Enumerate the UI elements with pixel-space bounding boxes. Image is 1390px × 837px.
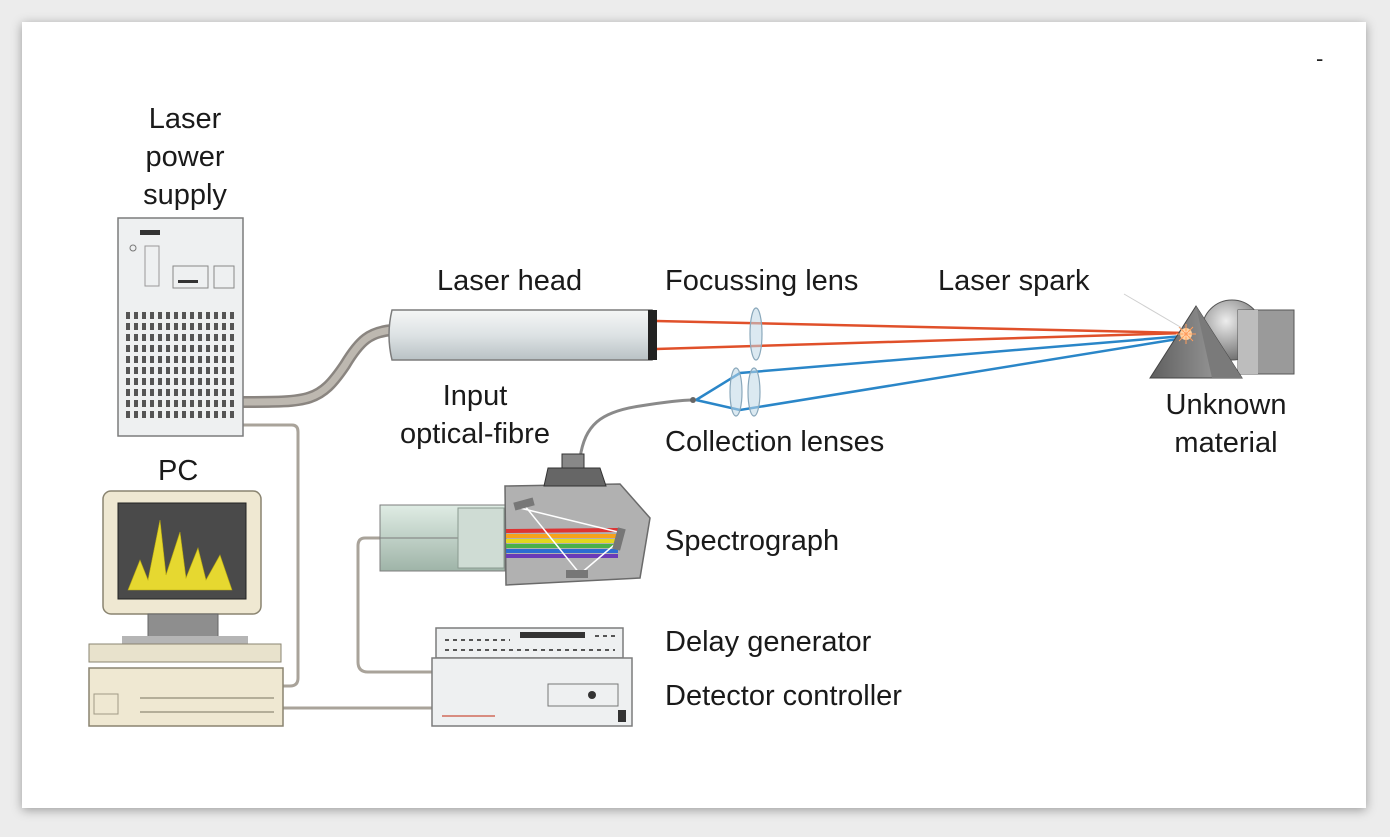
laser-head [388, 309, 657, 361]
label-laser-head: Laser head [437, 265, 583, 297]
label-laser-spark: Laser spark [938, 265, 1090, 297]
pc [88, 490, 284, 727]
input-optical-fibre [578, 398, 695, 460]
focussing-lens [749, 307, 763, 361]
label-collection-lenses: Collection lenses [665, 426, 885, 458]
label-laser-power-supply-line-1: Laser [148, 103, 222, 135]
label-laser-power-supply-line-2: power [145, 141, 225, 173]
spectrograph-to-controller-cable [356, 536, 437, 674]
pc-screen-plot [127, 519, 233, 591]
label-detector-controller: Detector controller [665, 680, 902, 712]
label-input-optical-fibre: Input optical-fibre [380, 377, 570, 453]
label-input-optical-fibre-line-2: optical-fibre [400, 418, 550, 450]
label-input-optical-fibre-line-1: Input [442, 380, 508, 412]
collection-beam [695, 334, 1185, 412]
laser-spark [1123, 293, 1196, 344]
label-unknown-material-line-1: Unknown [1165, 389, 1287, 421]
spectrograph [379, 453, 651, 586]
label-unknown-material-line-2: material [1174, 427, 1278, 459]
label-focussing-lens: Focussing lens [665, 265, 859, 297]
label-laser-power-supply-line-3: supply [143, 179, 227, 211]
laser-beam [655, 319, 1187, 351]
detector-controller [431, 657, 633, 727]
pc-base-unit [88, 667, 284, 727]
pc-keyboard [88, 643, 282, 663]
unknown-material [1149, 299, 1295, 379]
label-delay-generator: Delay generator [665, 626, 872, 658]
fibre-tip [690, 397, 696, 403]
label-unknown-material: Unknown material [1140, 386, 1312, 462]
cables [237, 324, 695, 710]
label-spectrograph: Spectrograph [665, 525, 840, 557]
label-pc: PC [158, 455, 199, 487]
power-supply-to-pc-cable [241, 423, 300, 688]
corner-mark: - [1316, 46, 1324, 71]
laser-power-supply [117, 217, 244, 437]
delay-generator [435, 627, 624, 659]
spectrum-rays [505, 528, 619, 558]
collection-lenses [729, 367, 761, 417]
label-laser-power-supply: Laser power supply [118, 100, 252, 214]
